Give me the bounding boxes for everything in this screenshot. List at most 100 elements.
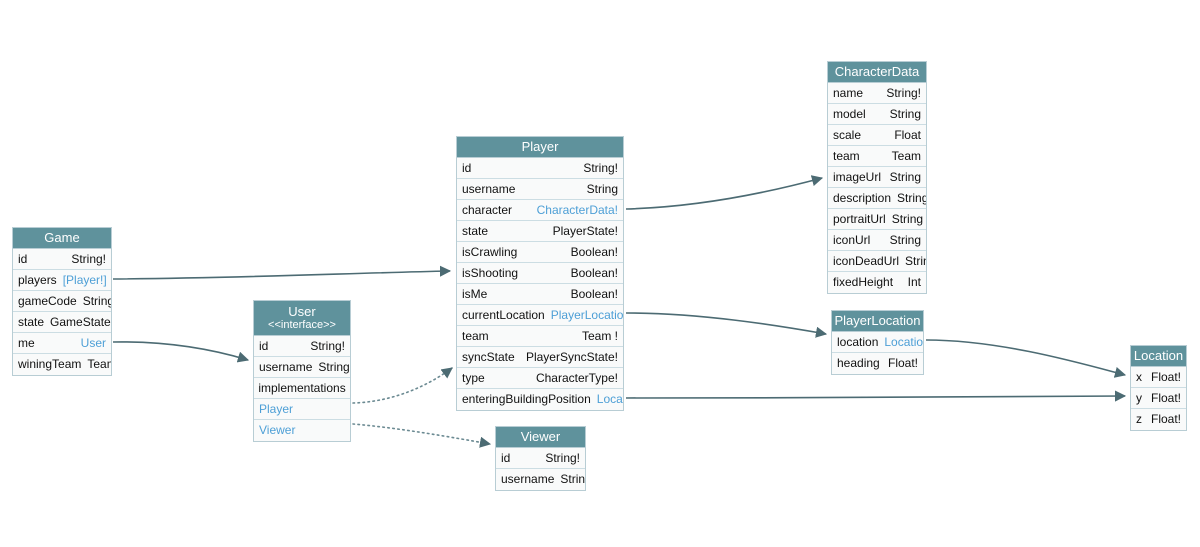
- table-row[interactable]: portraitUrl String: [828, 209, 926, 230]
- implementation-name[interactable]: Viewer: [259, 423, 296, 437]
- field-name: winingTeam: [18, 357, 82, 371]
- table-row[interactable]: y Float!: [1131, 388, 1186, 409]
- table-row[interactable]: isMe Boolean!: [457, 284, 623, 305]
- field-name: z: [1136, 412, 1142, 426]
- field-type: String: [897, 190, 926, 205]
- entity-user[interactable]: User <<interface>> id String! username S…: [253, 300, 351, 442]
- table-row[interactable]: me User: [13, 333, 111, 354]
- table-row[interactable]: scale Float: [828, 125, 926, 146]
- field-type: String!: [545, 450, 580, 465]
- field-name: type: [462, 370, 485, 385]
- field-type[interactable]: PlayerLocation!: [550, 307, 623, 322]
- edge-playerlocation-location-to-location: [925, 339, 1127, 378]
- table-row[interactable]: syncState PlayerSyncState!: [457, 347, 623, 368]
- field-type[interactable]: CharacterData!: [536, 202, 618, 217]
- edge-user-impl-viewer: [352, 423, 492, 448]
- table-row[interactable]: iconUrl String: [828, 230, 926, 251]
- field-name: iconUrl: [833, 232, 871, 247]
- table-row[interactable]: enteringBuildingPosition Location: [457, 389, 623, 410]
- table-row[interactable]: name String!: [828, 83, 926, 104]
- table-row[interactable]: iconDeadUrl String: [828, 251, 926, 272]
- entity-user-title: User <<interface>>: [254, 301, 350, 336]
- field-type: String: [889, 106, 921, 121]
- table-row[interactable]: id String!: [254, 336, 350, 357]
- table-row[interactable]: state PlayerState!: [457, 221, 623, 242]
- field-name: state: [462, 223, 489, 238]
- table-row[interactable]: winingTeam Team: [13, 354, 111, 375]
- field-name: syncState: [462, 349, 515, 364]
- table-row[interactable]: type CharacterType!: [457, 368, 623, 389]
- edge-user-impl-player: [352, 367, 453, 404]
- table-row[interactable]: model String: [828, 104, 926, 125]
- table-row[interactable]: imageUrl String: [828, 167, 926, 188]
- field-type: Boolean!: [570, 244, 618, 259]
- field-type[interactable]: User: [80, 335, 106, 350]
- field-name: id: [18, 251, 28, 266]
- table-row[interactable]: heading Float!: [832, 353, 923, 374]
- implementation-item-viewer[interactable]: Viewer: [254, 420, 350, 441]
- implementation-name[interactable]: Player: [259, 401, 294, 416]
- entity-user-name: User: [288, 304, 316, 319]
- edge-game-me-to-user: [112, 341, 250, 363]
- table-row[interactable]: players [Player!]: [13, 270, 111, 291]
- table-row[interactable]: team Team: [828, 146, 926, 167]
- table-row[interactable]: currentLocation PlayerLocation!: [457, 305, 623, 326]
- entity-playerlocation[interactable]: PlayerLocation location Location! headin…: [831, 310, 924, 375]
- table-row[interactable]: team Team !: [457, 326, 623, 347]
- table-row[interactable]: fixedHeight Int: [828, 272, 926, 293]
- field-type: Int: [907, 275, 921, 289]
- implementation-item-player[interactable]: Player: [254, 399, 350, 420]
- field-name: currentLocation: [462, 307, 545, 322]
- field-type: Float!: [1150, 390, 1181, 405]
- table-row[interactable]: id String!: [457, 158, 623, 179]
- table-row[interactable]: state GameState!: [13, 312, 111, 333]
- field-type: String: [889, 169, 921, 184]
- table-row[interactable]: username String: [457, 179, 623, 200]
- table-row[interactable]: description String: [828, 188, 926, 209]
- field-type: String: [905, 253, 926, 268]
- field-type: String: [318, 359, 350, 374]
- field-type[interactable]: Location: [596, 392, 623, 406]
- field-name: players: [18, 272, 57, 287]
- table-row[interactable]: username String: [254, 357, 350, 378]
- field-type: String: [891, 211, 924, 226]
- field-name: id: [501, 450, 511, 465]
- field-name: state: [18, 314, 45, 329]
- field-name: fixedHeight: [833, 275, 894, 289]
- field-type: Boolean!: [570, 265, 618, 280]
- field-name: y: [1136, 390, 1142, 405]
- field-type: Float!: [1150, 412, 1181, 426]
- table-row[interactable]: gameCode String!: [13, 291, 111, 312]
- table-row[interactable]: isShooting Boolean!: [457, 263, 623, 284]
- field-name: enteringBuildingPosition: [462, 392, 591, 406]
- field-name: username: [259, 359, 313, 374]
- field-type[interactable]: [Player!]: [62, 272, 107, 287]
- field-type: Team: [87, 357, 111, 371]
- field-type: Float!: [1150, 369, 1181, 384]
- table-row[interactable]: location Location!: [832, 332, 923, 353]
- field-name: username: [462, 181, 516, 196]
- entity-game-title: Game: [13, 228, 111, 249]
- entity-location-title: Location: [1131, 346, 1186, 367]
- entity-player[interactable]: Player id String! username String charac…: [456, 136, 624, 411]
- table-row[interactable]: username String: [496, 469, 585, 490]
- table-row[interactable]: isCrawling Boolean!: [457, 242, 623, 263]
- table-row[interactable]: x Float!: [1131, 367, 1186, 388]
- table-row[interactable]: z Float!: [1131, 409, 1186, 430]
- field-type[interactable]: Location!: [884, 334, 923, 349]
- table-row[interactable]: id String!: [496, 448, 585, 469]
- entity-game[interactable]: Game id String! players [Player!] gameCo…: [12, 227, 112, 376]
- field-name: portraitUrl: [833, 211, 886, 226]
- field-name: team: [833, 148, 860, 163]
- entity-characterdata-title: CharacterData: [828, 62, 926, 83]
- entity-location[interactable]: Location x Float! y Float! z Float!: [1130, 345, 1187, 431]
- field-name: id: [259, 338, 269, 353]
- table-row[interactable]: character CharacterData!: [457, 200, 623, 221]
- edge-player-character-to-characterdata: [625, 175, 824, 210]
- entity-characterdata[interactable]: CharacterData name String! model String …: [827, 61, 927, 294]
- field-type: String!: [82, 293, 111, 308]
- table-row[interactable]: id String!: [13, 249, 111, 270]
- entity-viewer[interactable]: Viewer id String! username String: [495, 426, 586, 491]
- field-name: me: [18, 335, 35, 350]
- field-name: scale: [833, 127, 862, 142]
